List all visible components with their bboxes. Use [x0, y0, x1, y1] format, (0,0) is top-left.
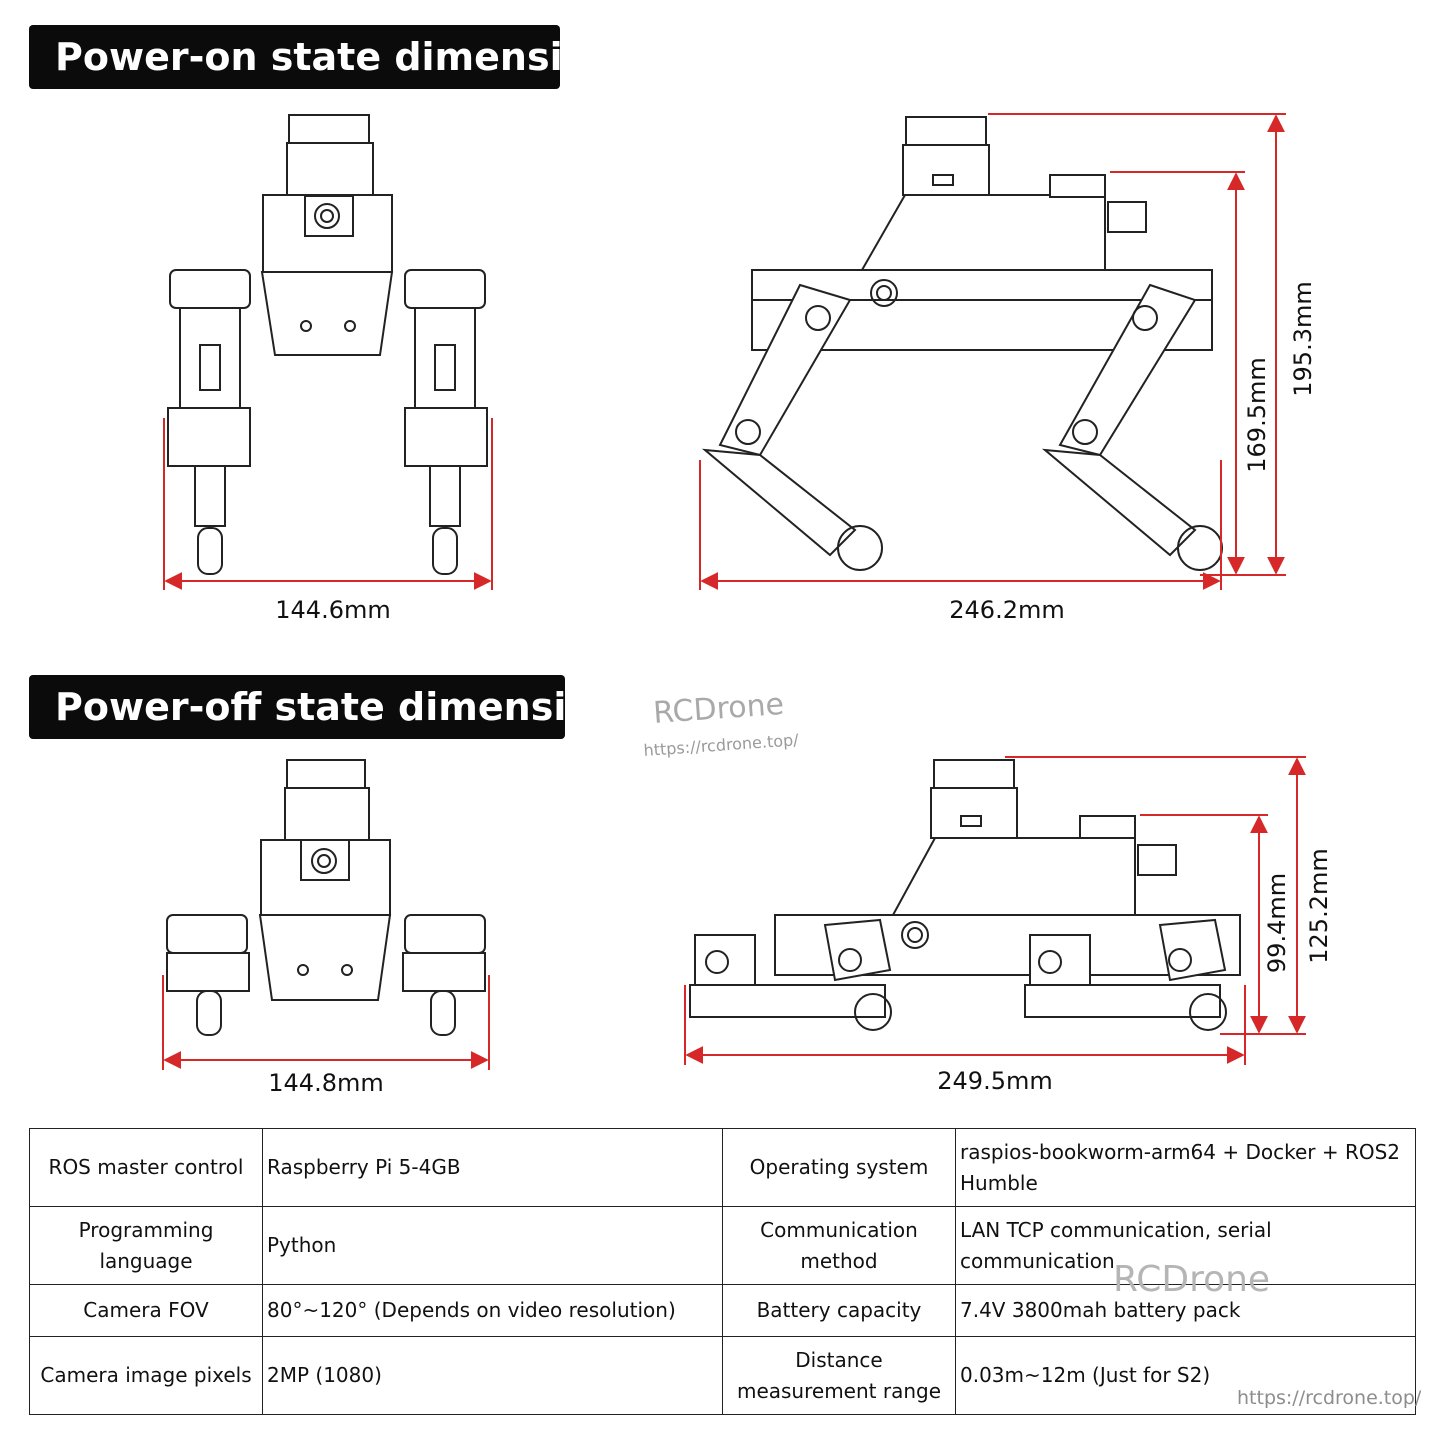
off-side-dims — [684, 756, 1306, 1065]
spec-key: ROS master control — [29, 1128, 263, 1207]
watermark-brand: RCDrone — [652, 687, 785, 731]
robot-side-view-off — [689, 759, 1241, 1031]
off-front-width-dim — [162, 975, 490, 1070]
dimension-drawings: 144.6mm 246.2mm 169.5mm 195.3mm RCDrone … — [162, 113, 1333, 1097]
on-side-length-label: 246.2mm — [949, 596, 1064, 624]
spec-key: Battery capacity — [722, 1284, 956, 1337]
watermark-brand-table: RCDrone — [1113, 1259, 1271, 1300]
spec-value: 0.03m~12m (Just for S2) — [955, 1336, 1416, 1415]
robot-front-view-off — [166, 759, 486, 1036]
spec-value: LAN TCP communication, serial communicat… — [955, 1206, 1416, 1285]
table-row: Programming language Python Communicatio… — [29, 1206, 1416, 1285]
on-front-width-label: 144.6mm — [275, 596, 390, 624]
watermark-url-table: https://rcdrone.top/ — [1237, 1387, 1422, 1409]
on-body-height-label: 169.5mm — [1243, 357, 1271, 472]
off-side-length-label: 249.5mm — [937, 1067, 1052, 1095]
spec-key: Distance measurement range — [722, 1336, 956, 1415]
watermark-url: https://rcdrone.top/ — [643, 730, 800, 760]
spec-key: Camera FOV — [29, 1284, 263, 1337]
on-front-width-dim — [163, 418, 493, 590]
spec-value: 2MP (1080) — [262, 1336, 723, 1415]
off-total-height-label: 125.2mm — [1305, 848, 1333, 963]
spec-value: Python — [262, 1206, 723, 1285]
spec-value: 80°~120° (Depends on video resolution) — [262, 1284, 723, 1337]
on-side-dims — [699, 113, 1286, 590]
table-row: Camera image pixels 2MP (1080) Distance … — [29, 1336, 1416, 1415]
spec-value: Raspberry Pi 5-4GB — [262, 1128, 723, 1207]
table-row: ROS master control Raspberry Pi 5-4GB Op… — [29, 1128, 1416, 1207]
power-on-title: Power-on state dimensions — [29, 25, 638, 89]
spec-value: raspios-bookworm-arm64 + Docker + ROS2 H… — [955, 1128, 1416, 1207]
on-total-height-label: 195.3mm — [1289, 281, 1317, 396]
spec-table: ROS master control Raspberry Pi 5-4GB Op… — [29, 1128, 1416, 1415]
spec-key: Programming language — [29, 1206, 263, 1285]
power-off-title: Power-off state dimensions — [29, 675, 642, 739]
off-front-width-label: 144.8mm — [268, 1069, 383, 1097]
off-body-height-label: 99.4mm — [1263, 873, 1291, 973]
robot-front-view-on — [167, 114, 488, 575]
robot-side-view-on — [701, 116, 1223, 571]
table-row: Camera FOV 80°~120° (Depends on video re… — [29, 1284, 1416, 1337]
spec-key: Operating system — [722, 1128, 956, 1207]
spec-key: Camera image pixels — [29, 1336, 263, 1415]
spec-key: Communication method — [722, 1206, 956, 1285]
